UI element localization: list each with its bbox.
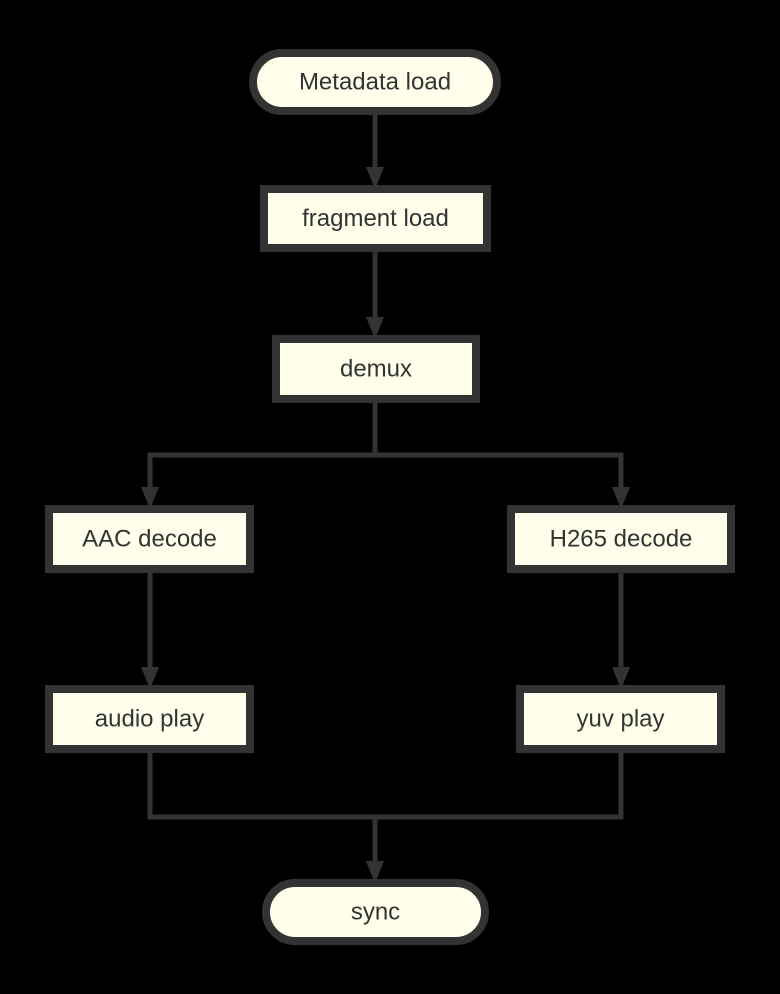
node-label: AAC decode [82,525,217,552]
node-audio-play[interactable]: audio play [45,685,254,753]
edge-h265-decode-to-yuv-play [612,569,630,689]
node-shape-rect[interactable] [45,505,254,573]
node-fragment-load[interactable]: fragment load [260,185,491,252]
arrow-head-icon [366,317,384,339]
arrow-head-icon [612,487,630,509]
edge-fragment-load-to-demux [366,248,384,339]
node-shape-stadium[interactable] [249,49,501,115]
node-sync[interactable]: sync [262,879,489,945]
node-label: fragment load [302,205,449,232]
arrow-head-icon [612,667,630,689]
node-label: yuv play [576,705,664,732]
node-shape-rect[interactable] [272,335,480,403]
edge-demux-to-h265-decode [372,399,630,509]
node-label: audio play [95,705,204,732]
node-h265-decode[interactable]: H265 decode [507,505,735,573]
node-aac-decode[interactable]: AAC decode [45,505,254,573]
edge-line [372,749,624,861]
node-demux[interactable]: demux [272,335,480,403]
node-shape-rect[interactable] [45,685,254,753]
node-shape-rect[interactable] [507,505,735,573]
edges-layer [141,111,630,883]
node-label: Metadata load [299,68,451,95]
node-label: demux [340,355,412,382]
edge-metadata-load-to-fragment-load [366,111,384,189]
edge-aac-decode-to-audio-play [141,569,159,689]
arrow-head-icon [141,487,159,509]
arrow-head-icon [141,667,159,689]
edge-yuv-play-to-sync [366,749,624,883]
node-metadata-load[interactable]: Metadata load [249,49,501,115]
node-yuv-play[interactable]: yuv play [516,685,725,753]
node-shape-rect[interactable] [260,185,491,252]
node-label: sync [351,898,400,925]
edge-line [372,399,624,487]
node-shape-stadium[interactable] [262,879,489,945]
node-shape-rect[interactable] [516,685,725,753]
arrow-head-icon [366,861,384,883]
arrow-head-icon [366,167,384,189]
node-label: H265 decode [550,525,693,552]
